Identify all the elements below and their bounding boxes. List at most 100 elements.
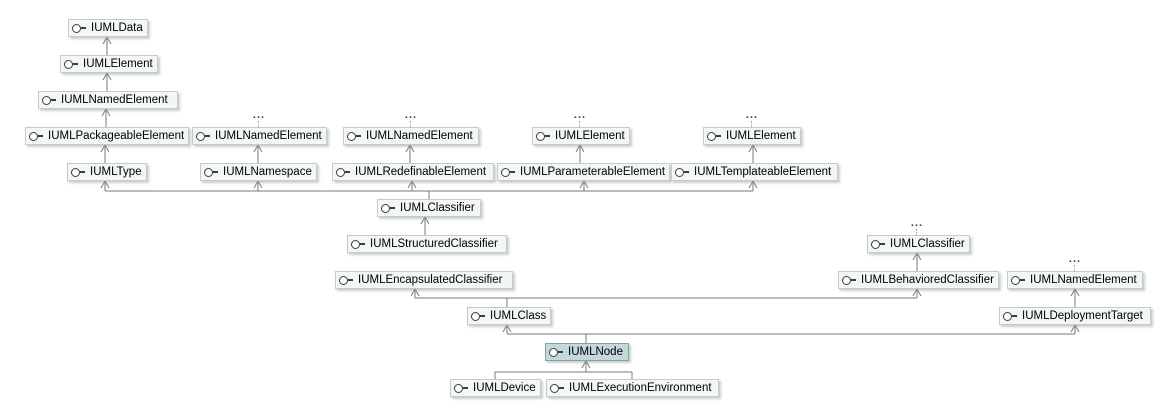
interface-node-iumlnamedelement-3[interactable]: IUMLNamedElement <box>343 127 479 145</box>
interface-lollipop-icon-dash <box>545 135 550 137</box>
interface-node-iumlclassifier-1[interactable]: IUMLClassifier <box>377 199 481 217</box>
interface-node-iumlbehavioredclassifier[interactable]: IUMLBehavioredClassifier <box>838 271 999 289</box>
interface-lollipop-icon <box>1003 311 1012 321</box>
interface-lollipop-icon-dash <box>880 243 885 245</box>
interface-lollipop-icon-dash <box>81 27 86 29</box>
interface-lollipop-icon-dash <box>345 171 350 173</box>
interface-lollipop-icon-dash <box>716 135 721 137</box>
interface-lollipop-icon-dash <box>73 63 78 65</box>
interface-node-label: IUMLEncapsulatedClassifier <box>358 274 503 286</box>
interface-lollipop-icon-dash <box>463 387 468 389</box>
interface-node-label: IUMLParameterableElement <box>520 166 666 178</box>
interface-node-label: IUMLExecutionEnvironment <box>569 382 712 394</box>
collapsed-parents-dotted-stub <box>916 229 917 235</box>
interface-node-label: IUMLElement <box>83 58 153 70</box>
interface-lollipop-icon <box>339 275 348 285</box>
interface-lollipop-icon <box>204 167 213 177</box>
inheritance-arrowheads <box>100 35 1080 369</box>
interface-lollipop-icon-dash <box>205 135 210 137</box>
interface-node-label: IUMLStructuredClassifier <box>370 238 498 250</box>
interface-lollipop-icon <box>471 311 480 321</box>
interface-node-iumlelement-2[interactable]: IUMLElement <box>532 127 630 145</box>
interface-node-label: IUMLNode <box>568 346 623 358</box>
interface-node-iumlelement-3[interactable]: IUMLElement <box>703 127 801 145</box>
interface-node-iumlnamedelement-4[interactable]: IUMLNamedElement <box>1007 271 1143 289</box>
interface-lollipop-icon <box>454 383 463 393</box>
collapsed-parents-ellipsis[interactable]: ... <box>745 109 759 121</box>
interface-lollipop-icon-dash <box>684 171 689 173</box>
interface-lollipop-icon-dash <box>1012 315 1017 317</box>
interface-node-iumlnamedelement-1[interactable]: IUMLNamedElement <box>38 91 178 109</box>
interface-lollipop-icon-dash <box>51 99 56 101</box>
interface-lollipop-icon-dash <box>356 135 361 137</box>
collapsed-parents-dotted-stub <box>579 121 580 127</box>
interface-node-iumlredefinableelement[interactable]: IUMLRedefinableElement <box>332 163 494 181</box>
interface-node-iumlparameterableelement[interactable]: IUMLParameterableElement <box>497 163 671 181</box>
interface-node-label: IUMLNamedElement <box>1030 274 1137 286</box>
interface-node-iumlnamespace[interactable]: IUMLNamespace <box>200 163 317 181</box>
interface-lollipop-icon <box>501 167 510 177</box>
interface-node-iumlnamedelement-2[interactable]: IUMLNamedElement <box>192 127 327 145</box>
interface-node-label: IUMLRedefinableElement <box>355 166 487 178</box>
interface-lollipop-icon <box>871 239 880 249</box>
interface-node-label: IUMLBehavioredClassifier <box>861 274 994 286</box>
collapsed-parents-ellipsis[interactable]: ... <box>1068 253 1082 265</box>
interface-node-iumltype[interactable]: IUMLType <box>67 163 147 181</box>
interface-node-label: IUMLPackageableElement <box>48 130 185 142</box>
collapsed-parents-ellipsis[interactable]: ... <box>910 217 924 229</box>
interface-node-label: IUMLNamedElement <box>366 130 473 142</box>
interface-lollipop-icon <box>72 23 81 33</box>
interface-node-iumltemplateableelement[interactable]: IUMLTemplateableElement <box>671 163 838 181</box>
collapsed-parents-ellipsis[interactable]: ... <box>252 109 266 121</box>
interface-node-iumlpackageableelement[interactable]: IUMLPackageableElement <box>25 127 190 145</box>
interface-node-iumldeploymenttarget[interactable]: IUMLDeploymentTarget <box>999 307 1151 325</box>
interface-lollipop-icon <box>549 347 558 357</box>
interface-lollipop-icon-dash <box>38 135 43 137</box>
interface-lollipop-icon-dash <box>348 279 353 281</box>
interface-lollipop-icon <box>536 131 545 141</box>
interface-lollipop-icon <box>381 203 390 213</box>
interface-node-iumlencapsulatedclassifier[interactable]: IUMLEncapsulatedClassifier <box>335 271 513 289</box>
interface-node-label: IUMLDeploymentTarget <box>1022 310 1143 322</box>
interface-lollipop-icon <box>336 167 345 177</box>
interface-lollipop-icon <box>64 59 73 69</box>
interface-node-iumldata[interactable]: IUMLData <box>68 19 148 37</box>
collapsed-parents-dotted-stub <box>1074 265 1075 271</box>
interface-lollipop-icon <box>71 167 80 177</box>
interface-node-iumlnode[interactable]: IUMLNode <box>545 343 629 361</box>
interface-node-iumlstructuredclassifier[interactable]: IUMLStructuredClassifier <box>347 235 507 253</box>
interface-node-iumlelement-1[interactable]: IUMLElement <box>60 55 158 73</box>
interface-lollipop-icon-dash <box>360 243 365 245</box>
interface-node-label: IUMLTemplateableElement <box>694 166 832 178</box>
interface-lollipop-icon-dash <box>1020 279 1025 281</box>
interface-node-label: IUMLType <box>90 166 142 178</box>
interface-lollipop-icon <box>675 167 684 177</box>
interface-lollipop-icon <box>42 95 51 105</box>
interface-node-iumlclassifier-2[interactable]: IUMLClassifier <box>867 235 970 253</box>
interface-node-iumlclass[interactable]: IUMLClass <box>467 307 552 325</box>
collapsed-parents-ellipsis[interactable]: ... <box>404 109 418 121</box>
interface-lollipop-icon <box>1011 275 1020 285</box>
collapsed-parents-dotted-stub <box>751 121 752 127</box>
interface-node-iumlexecutionenvironment[interactable]: IUMLExecutionEnvironment <box>546 379 719 397</box>
interface-node-label: IUMLClassifier <box>400 202 475 214</box>
interface-node-label: IUMLClass <box>490 310 547 322</box>
interface-lollipop-icon <box>550 383 559 393</box>
interface-node-iumldevice[interactable]: IUMLDevice <box>450 379 541 397</box>
collapsed-parents-dotted-stub <box>410 121 411 127</box>
collapsed-parents-dotted-stub <box>258 121 259 127</box>
interface-lollipop-icon-dash <box>851 279 856 281</box>
interface-node-label: IUMLNamedElement <box>61 94 168 106</box>
interface-lollipop-icon-dash <box>80 171 85 173</box>
interface-node-label: IUMLElement <box>555 130 625 142</box>
interface-lollipop-icon-dash <box>559 387 564 389</box>
interface-lollipop-icon-dash <box>510 171 515 173</box>
collapsed-parents-ellipsis[interactable]: ... <box>573 109 587 121</box>
interface-lollipop-icon-dash <box>390 207 395 209</box>
interface-lollipop-icon-dash <box>558 351 563 353</box>
interface-node-label: IUMLClassifier <box>890 238 965 250</box>
interface-node-label: IUMLDevice <box>473 382 536 394</box>
interface-lollipop-icon <box>351 239 360 249</box>
